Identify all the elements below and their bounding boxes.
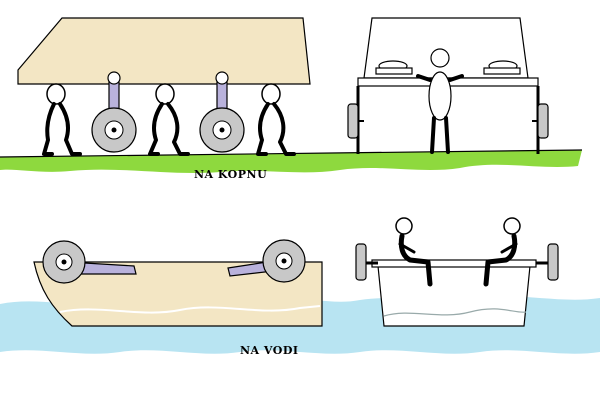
hull-front-water: [355, 243, 559, 327]
wheel-right-water: [227, 239, 306, 283]
wheel-right-land: [199, 107, 245, 153]
water-scene: NA VODI: [0, 217, 600, 357]
caption-land: NA KOPNU: [194, 168, 267, 181]
wheel-left-water: [42, 240, 137, 284]
land-scene: NA KOPNU: [0, 17, 583, 181]
seated-figure-left: [395, 217, 433, 287]
wheel-front-right-land: [537, 103, 549, 139]
wheel-front-right-water: [547, 243, 559, 281]
wheel-left-land: [91, 107, 137, 153]
carrier-figure-3: [256, 83, 296, 156]
wheel-front-left-water: [355, 243, 367, 281]
carrier-figure-1: [42, 83, 82, 156]
waterline-side: [59, 305, 321, 314]
seat-right-land: [483, 60, 521, 75]
carrier-figure-2: [148, 83, 190, 156]
wheel-front-left-land: [347, 103, 359, 139]
caption-water: NA VODI: [240, 344, 299, 357]
seated-figure-right: [483, 217, 521, 287]
seat-left-land: [375, 60, 413, 75]
standing-figure: [416, 48, 464, 154]
hull-side-land: [17, 17, 311, 85]
